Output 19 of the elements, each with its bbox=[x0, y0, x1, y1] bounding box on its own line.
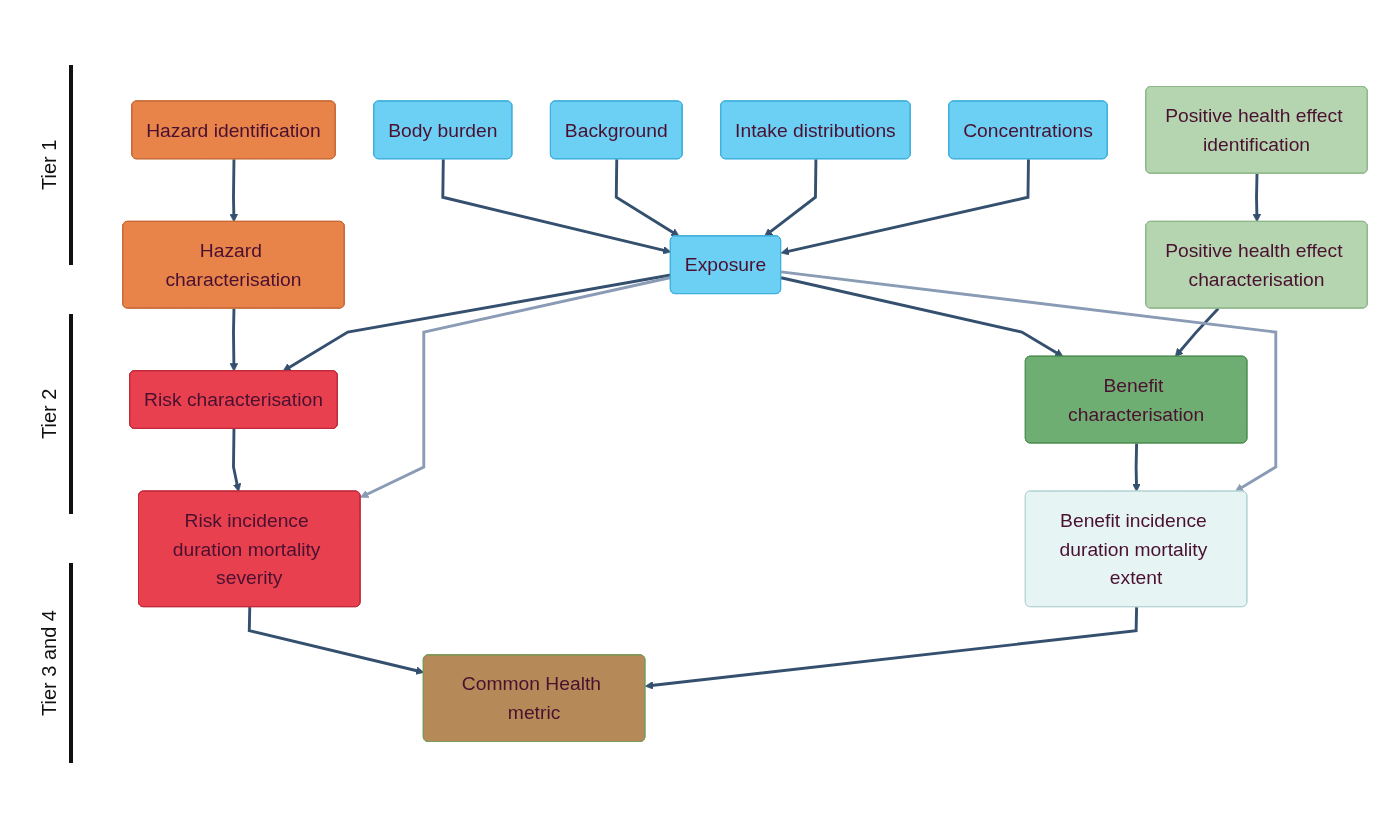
arrow bbox=[780, 159, 1030, 256]
arrow bbox=[763, 159, 817, 237]
tier-label: Tier 1 bbox=[37, 64, 73, 265]
arrow bbox=[1252, 173, 1261, 223]
arrow bbox=[229, 308, 238, 372]
arrow bbox=[247, 607, 424, 675]
arrow bbox=[1131, 443, 1141, 492]
arrow bbox=[282, 273, 671, 372]
arrow bbox=[359, 276, 671, 498]
arrow bbox=[440, 159, 671, 255]
arrow bbox=[229, 159, 238, 223]
arrow bbox=[231, 428, 241, 492]
arrow bbox=[1174, 307, 1219, 358]
tier-label: Tier 2 bbox=[37, 314, 73, 514]
tier-label: Tier 3 and 4 bbox=[37, 563, 73, 764]
arrow bbox=[644, 607, 1138, 690]
arrow bbox=[780, 276, 1063, 358]
arrow bbox=[614, 159, 680, 237]
arrow bbox=[780, 270, 1277, 492]
